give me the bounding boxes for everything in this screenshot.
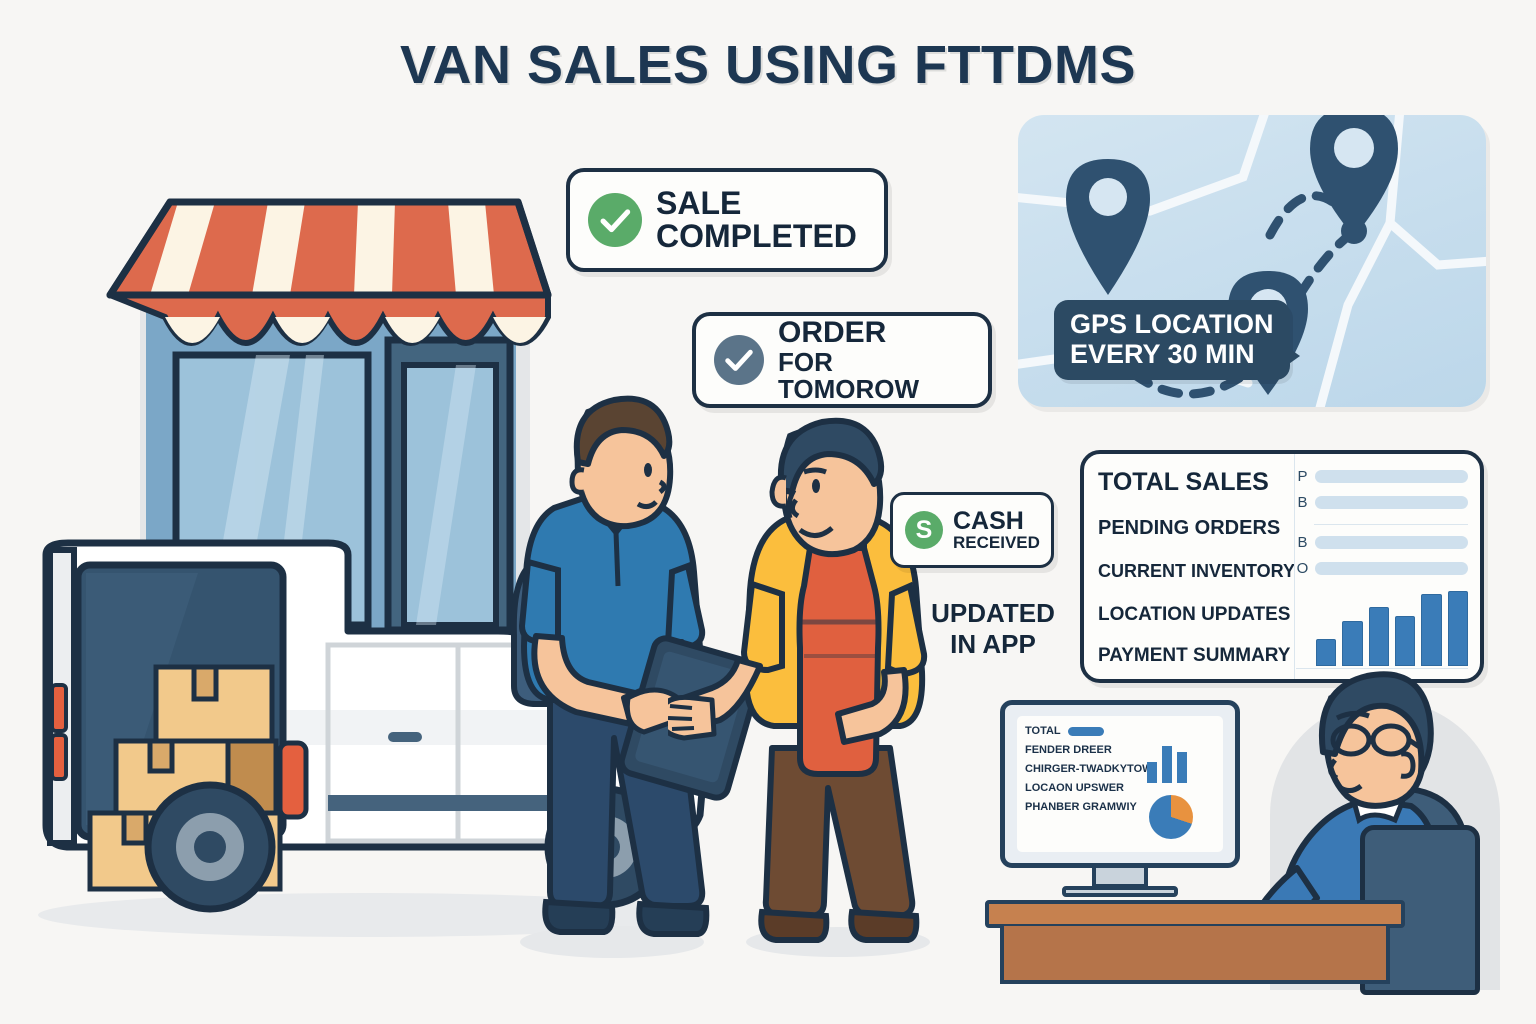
badge-order-for-tomorrow[interactable]: ORDER FOR TOMOROW — [692, 312, 992, 408]
map-pin-icon — [1066, 159, 1150, 295]
check-circle-icon — [714, 335, 764, 385]
gps-label-line2: EVERY 30 MIN — [1070, 339, 1255, 370]
dashboard-label-total-sales[interactable]: TOTAL SALES — [1098, 468, 1269, 496]
bar-chart-bar — [1342, 621, 1363, 666]
progress-row: O — [1296, 560, 1468, 577]
progress-row: P — [1296, 468, 1468, 485]
badge-sale-line2: COMPLETED — [656, 218, 857, 254]
dollar-glyph: S — [915, 515, 933, 544]
dashboard-label-payment-summary[interactable]: PAYMENT SUMMARY — [1098, 645, 1291, 666]
monitor-line-0: TOTAL — [1025, 725, 1139, 737]
shopkeeper — [668, 417, 930, 957]
map-pin-icon — [1310, 115, 1398, 237]
progress-track — [1315, 470, 1468, 483]
monitor-text-lines: TOTAL FENDER DREER CHIRGER-TWADKYTOW LOC… — [1025, 725, 1153, 843]
monitor-graphics — [1139, 725, 1215, 843]
office-desk-front — [1000, 926, 1390, 984]
monitor-bar — [1177, 751, 1187, 783]
dollar-circle-icon: S — [905, 511, 943, 549]
monitor-line-1: FENDER DREER — [1025, 744, 1112, 756]
monitor-screen[interactable]: TOTAL FENDER DREER CHIRGER-TWADKYTOW LOC… — [1017, 716, 1223, 852]
panel-divider — [1294, 454, 1295, 679]
badge-order-line1: ORDER — [778, 316, 887, 350]
updated-note-line2: IN APP — [950, 628, 1036, 659]
bar-chart-bar — [1316, 638, 1337, 666]
bar-chart-bar — [1421, 594, 1442, 666]
bar-chart-bar — [1394, 616, 1416, 666]
monitor-pill — [1067, 726, 1104, 736]
section-divider — [1314, 524, 1468, 525]
updated-in-app-note: UPDATED IN APP — [918, 598, 1068, 659]
monitor-bar — [1147, 762, 1157, 783]
progress-row-key: B — [1297, 494, 1308, 511]
gps-label-line1: GPS LOCATION — [1070, 309, 1274, 339]
monitor-pie-chart — [1149, 795, 1193, 839]
badge-order-line2: FOR TOMOROW — [778, 346, 920, 404]
monitor-stand — [1092, 868, 1148, 888]
updated-note-line1: UPDATED — [931, 598, 1055, 628]
progress-row-key: B — [1297, 534, 1308, 551]
progress-row: B — [1296, 534, 1468, 551]
desktop-monitor[interactable]: TOTAL FENDER DREER CHIRGER-TWADKYTOW LOC… — [1000, 700, 1240, 900]
gps-label-tail — [1285, 346, 1300, 366]
badge-cash-line2: RECEIVED — [953, 533, 1040, 553]
dashboard-panel[interactable]: TOTAL SALES PENDING ORDERS CURRENT INVEN… — [1080, 450, 1484, 683]
dashboard-charts: P B B O — [1292, 454, 1480, 679]
progress-row-key: O — [1296, 560, 1309, 577]
dashboard-label-current-inventory[interactable]: CURRENT INVENTORY — [1098, 561, 1296, 581]
monitor-line-4: PHANBER GRAMWIY — [1025, 801, 1137, 813]
badge-sale-completed[interactable]: SALE COMPLETED — [566, 168, 888, 272]
dashboard-label-location-updates[interactable]: LOCATION UPDATES — [1098, 604, 1291, 625]
office-desk — [985, 900, 1405, 928]
monitor-line-0-text: TOTAL — [1025, 725, 1061, 737]
bar-chart-bar — [1447, 590, 1468, 666]
page-title: VAN SALES USING FTTDMS — [399, 35, 1137, 95]
monitor-bar-chart — [1147, 731, 1187, 783]
van-salesman — [510, 395, 762, 958]
glasses-icon — [1330, 723, 1423, 757]
monitor-bar — [1162, 745, 1172, 783]
monitor-base — [1062, 886, 1178, 897]
badge-sale-line1: SALE — [656, 184, 742, 221]
badge-cash-received[interactable]: S CASH RECEIVED — [890, 492, 1054, 568]
dashboard-label-pending-orders[interactable]: PENDING ORDERS — [1098, 517, 1281, 539]
dashboard-label-list: TOTAL SALES PENDING ORDERS CURRENT INVEN… — [1084, 454, 1296, 679]
progress-row: B — [1296, 494, 1468, 511]
badge-cash-line1: CASH — [953, 507, 1024, 536]
gps-location-label: GPS LOCATION EVERY 30 MIN — [1054, 300, 1300, 381]
progress-track — [1315, 536, 1468, 549]
monitor-line-2: CHIRGER-TWADKYTOW — [1025, 763, 1153, 775]
progress-row-key: P — [1297, 468, 1308, 485]
monitor-line-3: LOCAON UPSWER — [1025, 782, 1124, 794]
bar-chart — [1296, 586, 1468, 669]
progress-track — [1315, 562, 1468, 575]
check-circle-icon — [588, 193, 642, 247]
bar-chart-bar — [1368, 606, 1389, 666]
monitor-bezel: TOTAL FENDER DREER CHIRGER-TWADKYTOW LOC… — [1000, 700, 1240, 868]
progress-track — [1315, 496, 1468, 509]
